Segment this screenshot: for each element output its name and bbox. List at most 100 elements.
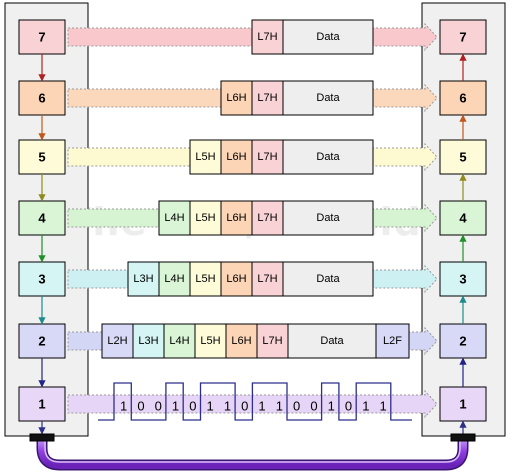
data-cell [282, 80, 374, 116]
header-label: L6H [226, 92, 246, 104]
header-cell [189, 139, 222, 175]
sender-layer-4-label: 4 [38, 211, 46, 226]
trailer-cell [375, 323, 410, 359]
header-label: L3H [133, 273, 153, 285]
data-label: Data [316, 92, 340, 104]
receiver-layer-4-label: 4 [459, 211, 467, 226]
header-label: L6H [226, 273, 246, 285]
header-label: L6H [226, 151, 246, 163]
data-label: Data [316, 273, 340, 285]
sender-layer-7-box [18, 19, 66, 55]
receiver-layer-5-label: 5 [459, 150, 466, 165]
receiver-layer-6-box [439, 80, 487, 116]
bit-label: 0 [345, 399, 352, 414]
header-label: L5H [195, 273, 215, 285]
data-cell [282, 19, 374, 55]
cable-outline [36, 438, 469, 471]
header-cell [256, 323, 289, 359]
receiver-layer-1-box [439, 386, 487, 422]
header-label: L2H [107, 335, 127, 347]
bit-label: 1 [224, 399, 231, 414]
receiver-layer-5-box [439, 139, 487, 175]
data-cell [282, 261, 374, 297]
bit-label: 0 [241, 399, 248, 414]
header-cell [194, 323, 227, 359]
header-label: L5H [200, 335, 220, 347]
header-cell [220, 139, 253, 175]
header-label: L3H [138, 335, 158, 347]
header-cell [220, 200, 253, 236]
bit-label: 0 [155, 399, 162, 414]
sender-layer-2-label: 2 [38, 334, 45, 349]
receiver-layer-4-box [439, 200, 487, 236]
data-label: Data [316, 151, 340, 163]
bit-label: 1 [328, 399, 335, 414]
bit-label: 0 [189, 399, 196, 414]
receiver-layer-7-label: 7 [459, 30, 466, 45]
bit-label: 1 [362, 399, 369, 414]
header-label: L7H [257, 151, 277, 163]
sender-layer-5-label: 5 [38, 150, 45, 165]
header-label: L4H [164, 212, 184, 224]
header-cell [158, 261, 191, 297]
header-cell [220, 80, 253, 116]
bit-label: 0 [137, 399, 144, 414]
receiver-layer-2-box [439, 323, 487, 359]
header-cell [163, 323, 196, 359]
header-cell [251, 19, 284, 55]
receiver-cable-connector [450, 433, 476, 442]
data-cell [282, 200, 374, 236]
sender-layer-7-label: 7 [38, 30, 45, 45]
bit-label: 0 [293, 399, 300, 414]
header-label: L7H [257, 92, 277, 104]
bit-label: 1 [258, 399, 265, 414]
data-label: Data [320, 335, 344, 347]
header-label: L4H [169, 335, 189, 347]
header-label: L7H [262, 335, 282, 347]
bit-label: 0 [310, 399, 317, 414]
header-label: L5H [195, 151, 215, 163]
header-cell [251, 261, 284, 297]
header-label: L7H [257, 31, 277, 43]
receiver-layer-1-label: 1 [459, 397, 466, 412]
data-cell [287, 323, 377, 359]
receiver-layer-7-box [439, 19, 487, 55]
bit-label: 1 [380, 399, 387, 414]
sender-layer-1-label: 1 [38, 397, 45, 412]
receiver-layer-2-label: 2 [459, 334, 466, 349]
header-cell [251, 80, 284, 116]
header-label: L6H [231, 335, 251, 347]
receiver-layer-3-box [439, 261, 487, 297]
header-label: L4H [164, 273, 184, 285]
bit-label: 1 [120, 399, 127, 414]
header-label: L5H [195, 212, 215, 224]
header-label: L7H [257, 273, 277, 285]
header-cell [158, 200, 191, 236]
header-cell [189, 200, 222, 236]
bit-signal-waveform [98, 382, 412, 421]
header-cell [251, 139, 284, 175]
receiver-layer-3-label: 3 [459, 272, 466, 287]
sender-layer-6-label: 6 [38, 91, 45, 106]
sender-layer-4-box [18, 200, 66, 236]
bit-label: 1 [172, 399, 179, 414]
data-label: Data [316, 212, 340, 224]
data-cell [282, 139, 374, 175]
header-cell [251, 200, 284, 236]
bit-label: 1 [207, 399, 214, 414]
bit-label: 1 [276, 399, 283, 414]
header-label: L6H [226, 212, 246, 224]
cable-highlight [44, 440, 461, 463]
trailer-label: L2F [383, 335, 402, 347]
sender-layer-3-label: 3 [38, 272, 45, 287]
header-label: L7H [257, 212, 277, 224]
sender-cable-connector [29, 433, 55, 442]
receiver-layer-6-label: 6 [459, 91, 466, 106]
data-label: Data [316, 31, 340, 43]
sender-layer-6-box [18, 80, 66, 116]
network-cable [38, 438, 467, 469]
header-cell [101, 323, 134, 359]
header-cell [127, 261, 160, 297]
